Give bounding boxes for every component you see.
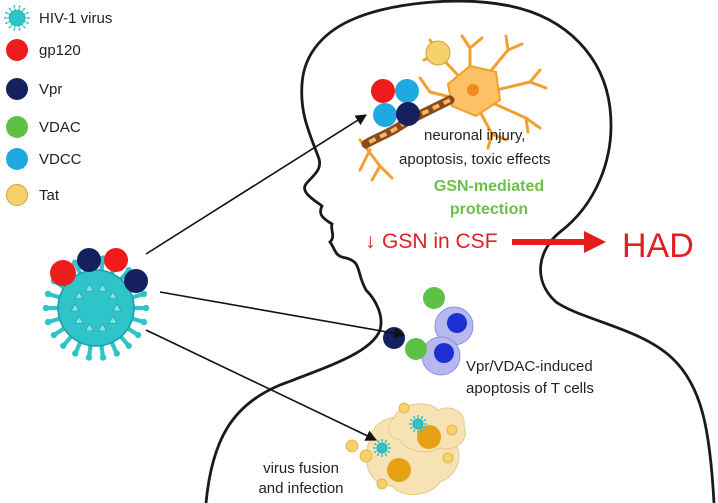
vpr-swatch (6, 78, 28, 100)
human-silhouette (204, 0, 716, 503)
neuron-illustration (358, 34, 548, 182)
tcell-apoptosis-line2: apoptosis of T cells (466, 380, 594, 397)
gp120-on-virus-1 (50, 260, 76, 286)
gsn-protection-line1: GSN-mediated (433, 178, 545, 195)
virus-icon (4, 5, 30, 31)
virus-fusion-line1: virus fusion (263, 460, 339, 477)
vpr-on-virus-1 (77, 248, 101, 272)
had-label: HAD (622, 227, 694, 265)
arrow-to-tcells (159, 291, 406, 339)
legend-vpr: Vpr (6, 76, 62, 102)
vpr-on-virus-2 (124, 269, 148, 293)
vdac-swatch (6, 116, 28, 138)
macrophages (345, 402, 466, 495)
legend-hiv-label: HIV-1 virus (39, 9, 113, 27)
legend-vpr-label: Vpr (39, 80, 63, 98)
legend-vdac: VDAC (6, 114, 81, 140)
virus-fusion-line2: and infection (258, 480, 344, 497)
neuronal-injury-label-line2: apoptosis, toxic effects (399, 151, 551, 168)
vdcc-on-neuron-1 (395, 79, 419, 103)
legend-hiv: HIV-1 virus (6, 5, 112, 31)
gsn-protection-line2: protection (449, 201, 529, 218)
vpr-on-neuron (396, 102, 420, 126)
legend-vdcc-label: VDCC (39, 150, 82, 168)
arrow-to-macrophages (145, 329, 378, 441)
arrow-to-had-head (584, 231, 606, 253)
arrow-to-neuron (145, 114, 367, 255)
legend-vdcc: VDCC (6, 146, 82, 172)
gp120-swatch (6, 39, 28, 61)
neuronal-injury-label-line1: neuronal injury, (424, 127, 526, 144)
hiv-virus-particle (42, 255, 150, 361)
legend-tat: Tat (6, 182, 59, 208)
t-cells (383, 287, 474, 376)
tat-swatch (6, 184, 28, 206)
gp120-on-neuron (371, 79, 395, 103)
legend-gp120-label: gp120 (39, 41, 81, 59)
gp120-on-virus-2 (104, 248, 128, 272)
vdcc-swatch (6, 148, 28, 170)
tcell-apoptosis-line1: Vpr/VDAC-induced (466, 358, 593, 375)
legend-tat-label: Tat (39, 186, 60, 204)
legend-vdac-label: VDAC (39, 118, 81, 136)
vdcc-on-neuron-2 (373, 103, 397, 127)
gsn-in-csf-label: GSN in CSF (382, 230, 498, 253)
legend-gp120: gp120 (6, 37, 81, 63)
gsn-decrease-arrow: ↓ (365, 230, 376, 253)
